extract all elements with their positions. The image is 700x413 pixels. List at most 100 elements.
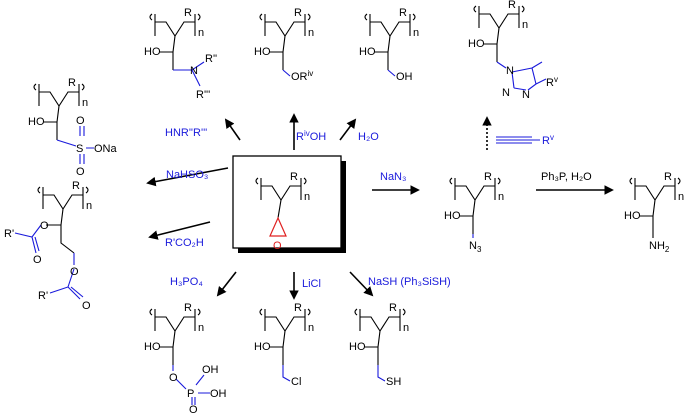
azide-N-sub: 3 [477, 245, 482, 254]
product-azide: R n HO N3 [444, 171, 504, 254]
product-phosphate: R n HO O P OH OH O [144, 302, 227, 413]
center-epoxide-O: O [273, 240, 282, 252]
phosphate-OH2: OH [210, 388, 227, 400]
ether-R: R [294, 7, 302, 19]
product-thiol: R n HO SH [349, 302, 409, 388]
sulfonate-R: R [68, 77, 76, 89]
diol-OH: OH [396, 71, 413, 83]
alkyne-reagent: Rv [496, 133, 554, 147]
arrow-carboxylic [148, 221, 211, 240]
diol-HO: HO [359, 46, 376, 58]
amine-Rpp: R'' [205, 53, 217, 65]
reagent-water: H₂O [358, 131, 379, 143]
amine-Rppp: R''' [196, 89, 210, 101]
reagent-nash: NaSH (Ph₃SiSH) [368, 276, 451, 288]
diol-R: R [399, 7, 407, 19]
amine-HO: HO [144, 46, 161, 58]
alkyne-R: R [542, 135, 550, 147]
phosphate-OH1: OH [202, 364, 219, 376]
product-triazole: R n HO N N N Rv [468, 0, 558, 101]
thiol-HO: HO [349, 341, 366, 353]
alkyne-R-label: Rv [542, 133, 554, 147]
ether-n: n [308, 27, 314, 39]
pamine-NH2: NH2 [649, 240, 670, 254]
reagent-alcohol-sup: iv [304, 129, 310, 138]
diester-R: R [72, 180, 80, 192]
amine-n: n [198, 27, 204, 39]
staudinger-label: Ph₃P, H₂O [541, 171, 592, 183]
diester-O3: O [70, 266, 79, 278]
ether-OR: ORiv [291, 69, 313, 83]
reagent-labels: HNR''R''' RivOH H₂O NaHSO₃ R'CO₂H H₃PO₄ … [165, 127, 451, 290]
sulfonate-ONa: ONa [94, 143, 118, 155]
reagent-staudinger: Ph₃P, H₂O [541, 171, 592, 183]
phosphate-O: O [169, 372, 178, 384]
thiol-R: R [389, 302, 397, 314]
diester-O4: O [82, 300, 91, 312]
product-sulfonate: R n HO S O O ONa [28, 77, 118, 178]
chloride-Cl: Cl [291, 376, 301, 388]
pamine-NH-sub: 2 [665, 245, 670, 254]
triazole-R: R [508, 0, 516, 11]
azide-N3: N3 [469, 240, 482, 254]
azide-N-text: N [469, 240, 477, 252]
reagent-licl: LiCl [302, 278, 321, 290]
chloride-R: R [294, 302, 302, 314]
sulfonate-HO: HO [28, 116, 45, 128]
triazole-N1: N [506, 65, 514, 77]
triazole-Rv-text: R [546, 77, 554, 89]
product-diester: R n O O R' O O R' [4, 180, 92, 312]
product-chloride: R n HO Cl [254, 302, 314, 388]
reagent-phosphoric: H₃PO₄ [170, 276, 203, 288]
reagent-bisulfite: NaHSO₃ [166, 169, 208, 181]
pamine-R: R [664, 171, 672, 183]
triazole-N3: N [522, 89, 530, 101]
arrow-bisulfite [146, 167, 229, 187]
triazole-Rv: Rv [546, 75, 558, 89]
center-R: R [290, 171, 298, 183]
arrow-water [339, 118, 357, 141]
thiol-SH: SH [386, 376, 401, 388]
sulfonate-S: S [76, 143, 83, 155]
alkyne-sup: v [550, 133, 554, 142]
triazole-N2: N [502, 87, 510, 99]
reagent-alcohol-R: R [296, 131, 304, 143]
diol-n: n [413, 27, 419, 39]
diester-n: n [86, 200, 92, 212]
product-amine: R n HO N R'' R''' [144, 7, 217, 101]
arrows [146, 113, 614, 300]
azide-HO: HO [444, 210, 461, 222]
pamine-NH-text: NH [649, 240, 665, 252]
reagent-alcohol: RivOH [296, 129, 326, 143]
phosphate-R: R [184, 302, 192, 314]
diester-Rp2: R' [38, 290, 48, 302]
amine-R: R [184, 7, 192, 19]
triazole-sup: v [554, 75, 558, 84]
ether-OR-text: OR [291, 71, 308, 83]
triazole-HO: HO [468, 38, 485, 50]
product-primary-amine: R n HO NH2 [624, 171, 684, 254]
center-n: n [304, 191, 310, 203]
phosphate-P: P [187, 388, 194, 400]
azide-R: R [484, 171, 492, 183]
diester-Rp1: R' [4, 228, 14, 240]
ether-HO: HO [254, 46, 271, 58]
ether-sup: iv [308, 69, 314, 78]
arrow-nash [349, 271, 374, 297]
pamine-HO: HO [624, 210, 641, 222]
center-box [232, 155, 346, 253]
arrow-phosphoric [216, 271, 237, 297]
sulfonate-O1: O [76, 115, 85, 127]
product-diol: R n HO OH [359, 7, 419, 83]
thiol-n: n [403, 322, 409, 334]
sulfonate-O2: O [76, 166, 85, 178]
phosphate-HO: HO [144, 341, 161, 353]
azide-n: n [498, 191, 504, 203]
diester-O1: O [40, 220, 49, 232]
sulfonate-n: n [82, 97, 88, 109]
triazole-n: n [522, 19, 528, 31]
phosphate-O2: O [189, 404, 198, 413]
pamine-n: n [678, 191, 684, 203]
reagent-amine: HNR''R''' [165, 127, 207, 139]
